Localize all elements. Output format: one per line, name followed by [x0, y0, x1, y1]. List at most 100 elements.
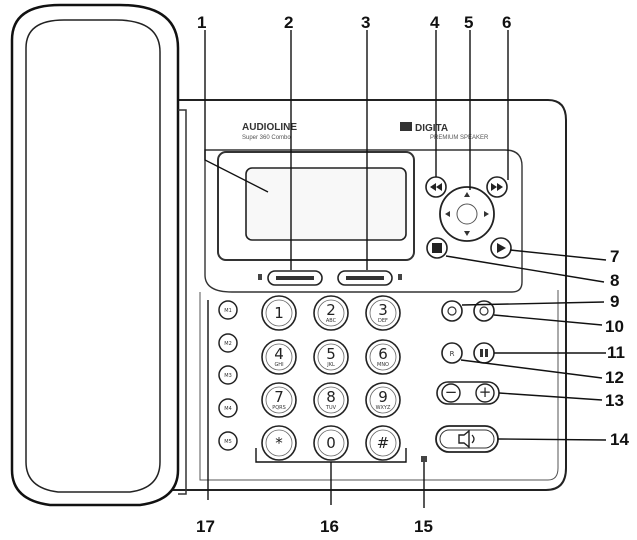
memory-key-label: M5	[224, 439, 232, 445]
keypad-key-letters: ABC	[326, 318, 337, 324]
keypad-key-letters: PQRS	[272, 405, 286, 411]
keypad-key-letters: TUV	[325, 405, 337, 411]
callout-16: 16	[320, 517, 339, 536]
callout-17: 17	[196, 517, 215, 536]
volume-up-button[interactable]	[475, 383, 495, 403]
keypad-key-inner	[369, 429, 397, 457]
softkey-left-label	[276, 276, 314, 280]
keypad-key-inner	[265, 343, 293, 371]
volume-minus-icon: −	[445, 383, 458, 401]
lcd-screen	[245, 167, 407, 241]
keypad-key-letters: JKL	[326, 362, 335, 368]
memory-key[interactable]: M5	[218, 431, 238, 451]
redial-icon	[447, 306, 457, 316]
keypad-key-ring	[365, 295, 401, 331]
hold-button[interactable]	[473, 342, 495, 364]
callout-3: 3	[361, 13, 370, 32]
keypad-key[interactable]: 0	[313, 425, 349, 461]
callout-9: 9	[610, 292, 619, 311]
keypad-key[interactable]: #	[365, 425, 401, 461]
keypad-key-inner	[265, 429, 293, 457]
phone-base	[149, 99, 567, 491]
redial-button[interactable]	[441, 300, 463, 322]
brand-logo-icon	[400, 122, 412, 131]
next-icon	[491, 183, 503, 191]
keypad-key-inner	[317, 343, 345, 371]
keypad-key-inner	[265, 299, 293, 327]
keypad-key-number: *	[275, 434, 283, 452]
handset-inner	[25, 19, 161, 493]
keypad-key-ring	[313, 425, 349, 461]
keypad-key-number: 0	[326, 434, 336, 452]
memory-key[interactable]: M2	[218, 333, 238, 353]
memory-key-ring	[218, 398, 238, 418]
callout-1: 1	[197, 13, 206, 32]
keypad-key-letters: DEF	[378, 318, 388, 324]
callout-13: 13	[605, 391, 624, 410]
keypad-key[interactable]: 1	[261, 295, 297, 331]
prev-icon	[430, 183, 442, 191]
keypad-key-letters: MNO	[377, 362, 389, 368]
keypad-key[interactable]: *	[261, 425, 297, 461]
keypad-key-ring	[261, 295, 297, 331]
keypad-key-number: 7	[274, 388, 284, 406]
mute-button[interactable]	[473, 300, 495, 322]
keypad-key-inner	[317, 299, 345, 327]
callout-7: 7	[610, 247, 619, 266]
callout-4: 4	[430, 13, 440, 32]
softkey-right-label	[346, 276, 384, 280]
callout-2: 2	[284, 13, 293, 32]
brand-name: AUDIOLINE	[242, 122, 297, 133]
keypad-key-inner	[369, 343, 397, 371]
lcd-display	[217, 151, 415, 261]
play-icon	[497, 243, 506, 253]
memory-key[interactable]: M3	[218, 365, 238, 385]
handset	[10, 3, 180, 507]
recall-button[interactable]	[441, 342, 463, 364]
callout-14: 14	[610, 430, 629, 449]
keypad-key-number: 1	[274, 304, 284, 322]
brand-mark: DIGITA	[415, 123, 448, 134]
handset-cradle	[178, 109, 187, 495]
speaker-icon	[458, 429, 470, 449]
keypad-key-number: 3	[378, 301, 388, 319]
control-panel	[204, 149, 523, 293]
memory-key-label: M4	[224, 406, 232, 412]
callout-8: 8	[610, 271, 619, 290]
callout-12: 12	[605, 368, 624, 387]
keypad-key-inner	[317, 429, 345, 457]
keypad-key-number: 6	[378, 345, 388, 363]
keypad-key-ring	[261, 382, 297, 418]
memory-key-ring	[218, 365, 238, 385]
keypad-key-inner	[369, 299, 397, 327]
softkey-right-indicator	[398, 274, 402, 280]
keypad-key-number: 8	[326, 388, 336, 406]
keypad-key-ring	[365, 339, 401, 375]
nav-center[interactable]	[456, 203, 478, 225]
memory-key[interactable]: M1	[218, 300, 238, 320]
keypad-key-ring	[365, 382, 401, 418]
memory-key[interactable]: M4	[218, 398, 238, 418]
nav-pad[interactable]	[439, 186, 495, 242]
volume-down-button[interactable]	[441, 383, 461, 403]
keypad-key-inner	[369, 386, 397, 414]
keypad-key-number: 4	[274, 345, 284, 363]
keypad-key-letters: WXYZ	[376, 405, 391, 411]
memory-key-label: M1	[224, 308, 232, 314]
keypad-key-ring	[313, 382, 349, 418]
leader-lines	[204, 30, 607, 508]
brand-mark-sub: PREMIUM SPEAKER	[430, 135, 489, 141]
callout-5: 5	[464, 13, 473, 32]
brand-model: Super 360 Combo	[242, 135, 291, 141]
keypad-key-inner	[317, 386, 345, 414]
